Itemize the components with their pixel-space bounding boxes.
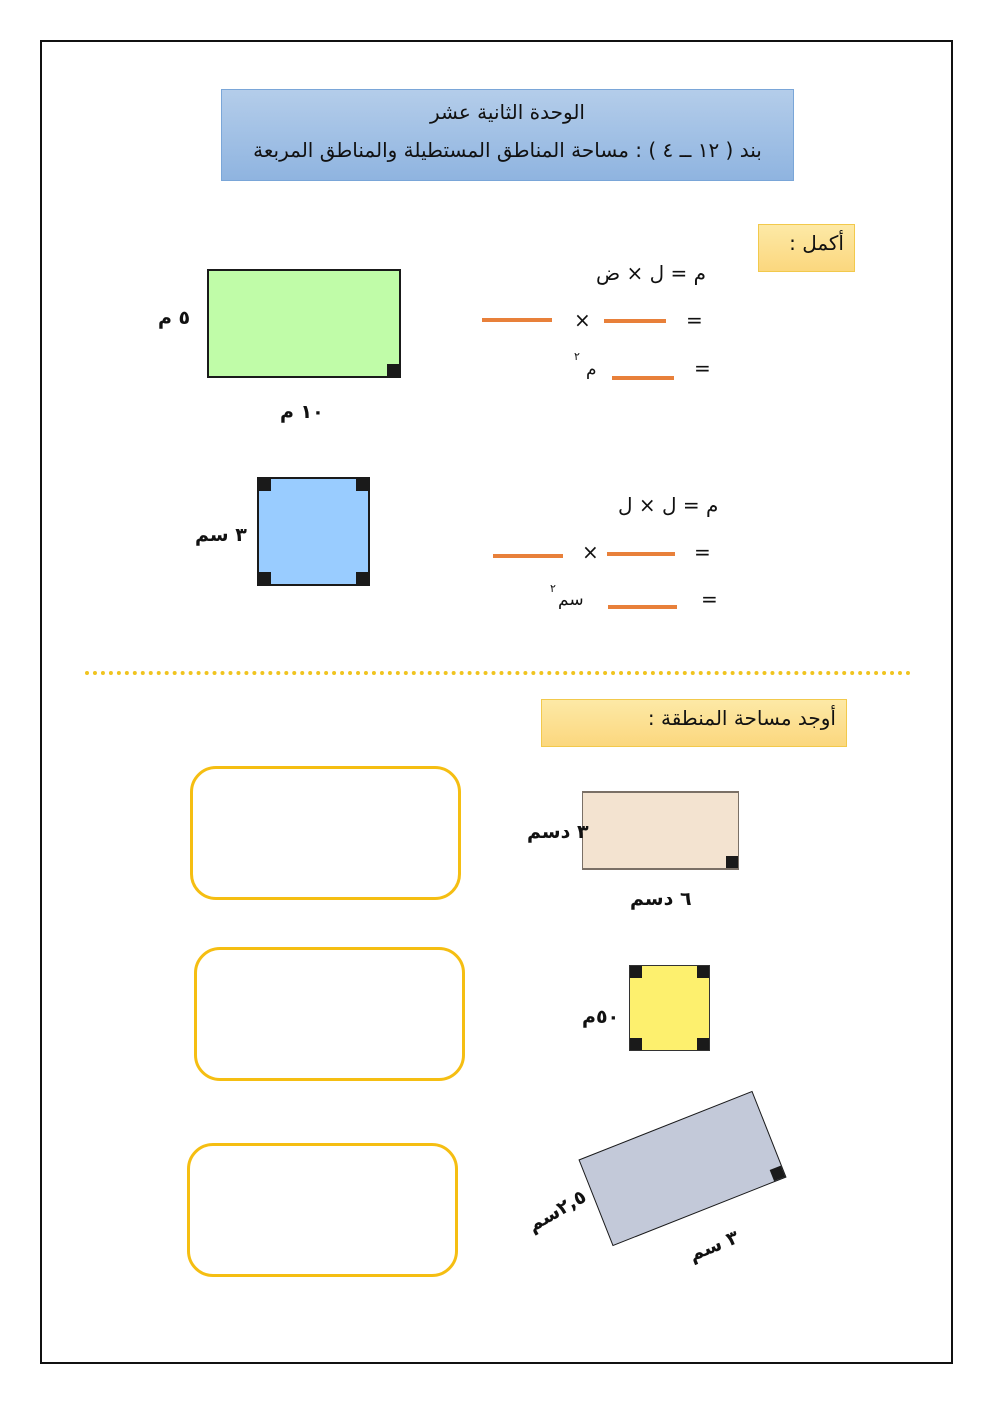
title-banner: الوحدة الثانية عشر بند ( ١٢ ــ ٤ ) : مسا… xyxy=(221,89,794,181)
equals: = xyxy=(694,540,711,564)
right-angle-mark xyxy=(630,966,642,978)
rect-height-label: ٥ م xyxy=(158,307,191,329)
answer-box-2[interactable] xyxy=(194,947,465,1081)
answer-blank[interactable] xyxy=(493,554,563,558)
right-angle-mark xyxy=(356,572,368,584)
unit-label: م xyxy=(586,360,597,380)
page-border xyxy=(40,40,953,1364)
rect-formula: م = ل × ض xyxy=(596,261,707,285)
answer-blank[interactable] xyxy=(612,376,674,380)
unit-title: الوحدة الثانية عشر xyxy=(430,100,585,124)
right-angle-mark xyxy=(697,966,709,978)
lesson-title: بند ( ١٢ ــ ٤ ) : مساحة المناطق المستطيل… xyxy=(253,138,762,162)
answer-blank[interactable] xyxy=(604,319,666,323)
right-angle-mark xyxy=(356,479,368,491)
right-angle-mark xyxy=(630,1038,642,1050)
unit-superscript: ٢ xyxy=(550,582,556,595)
section-divider xyxy=(85,671,911,675)
blue-square xyxy=(257,477,370,586)
answer-box-3[interactable] xyxy=(187,1143,458,1277)
answer-box-1[interactable] xyxy=(190,766,461,900)
green-rectangle xyxy=(207,269,401,378)
right-angle-mark xyxy=(259,572,271,584)
equals: = xyxy=(686,308,703,332)
answer-blank[interactable] xyxy=(608,605,677,609)
yellow-square xyxy=(629,965,710,1051)
square-side-label: ٣ سم xyxy=(195,524,247,546)
find-area-label: أوجد مساحة المنطقة : xyxy=(541,699,847,747)
shape2-side-label: ٥٠م xyxy=(582,1006,620,1028)
beige-rectangle xyxy=(582,791,739,870)
shape1-height-label: ٣ دسم xyxy=(527,821,589,843)
complete-label: أكمل : xyxy=(758,224,855,272)
shape1-width-label: ٦ دسم xyxy=(630,888,692,910)
answer-blank[interactable] xyxy=(607,552,675,556)
times-sign: × xyxy=(582,540,599,564)
right-angle-mark xyxy=(387,364,399,376)
right-angle-mark xyxy=(259,479,271,491)
right-angle-mark xyxy=(726,856,738,868)
answer-blank[interactable] xyxy=(482,318,552,322)
right-angle-mark xyxy=(697,1038,709,1050)
unit-label: سم xyxy=(558,590,584,610)
equals: = xyxy=(701,587,718,611)
unit-superscript: ٢ xyxy=(574,350,580,363)
equals: = xyxy=(694,356,711,380)
square-formula: م = ل × ل xyxy=(618,493,719,517)
times-sign: × xyxy=(574,308,591,332)
rect-width-label: ١٠ م xyxy=(280,401,324,423)
